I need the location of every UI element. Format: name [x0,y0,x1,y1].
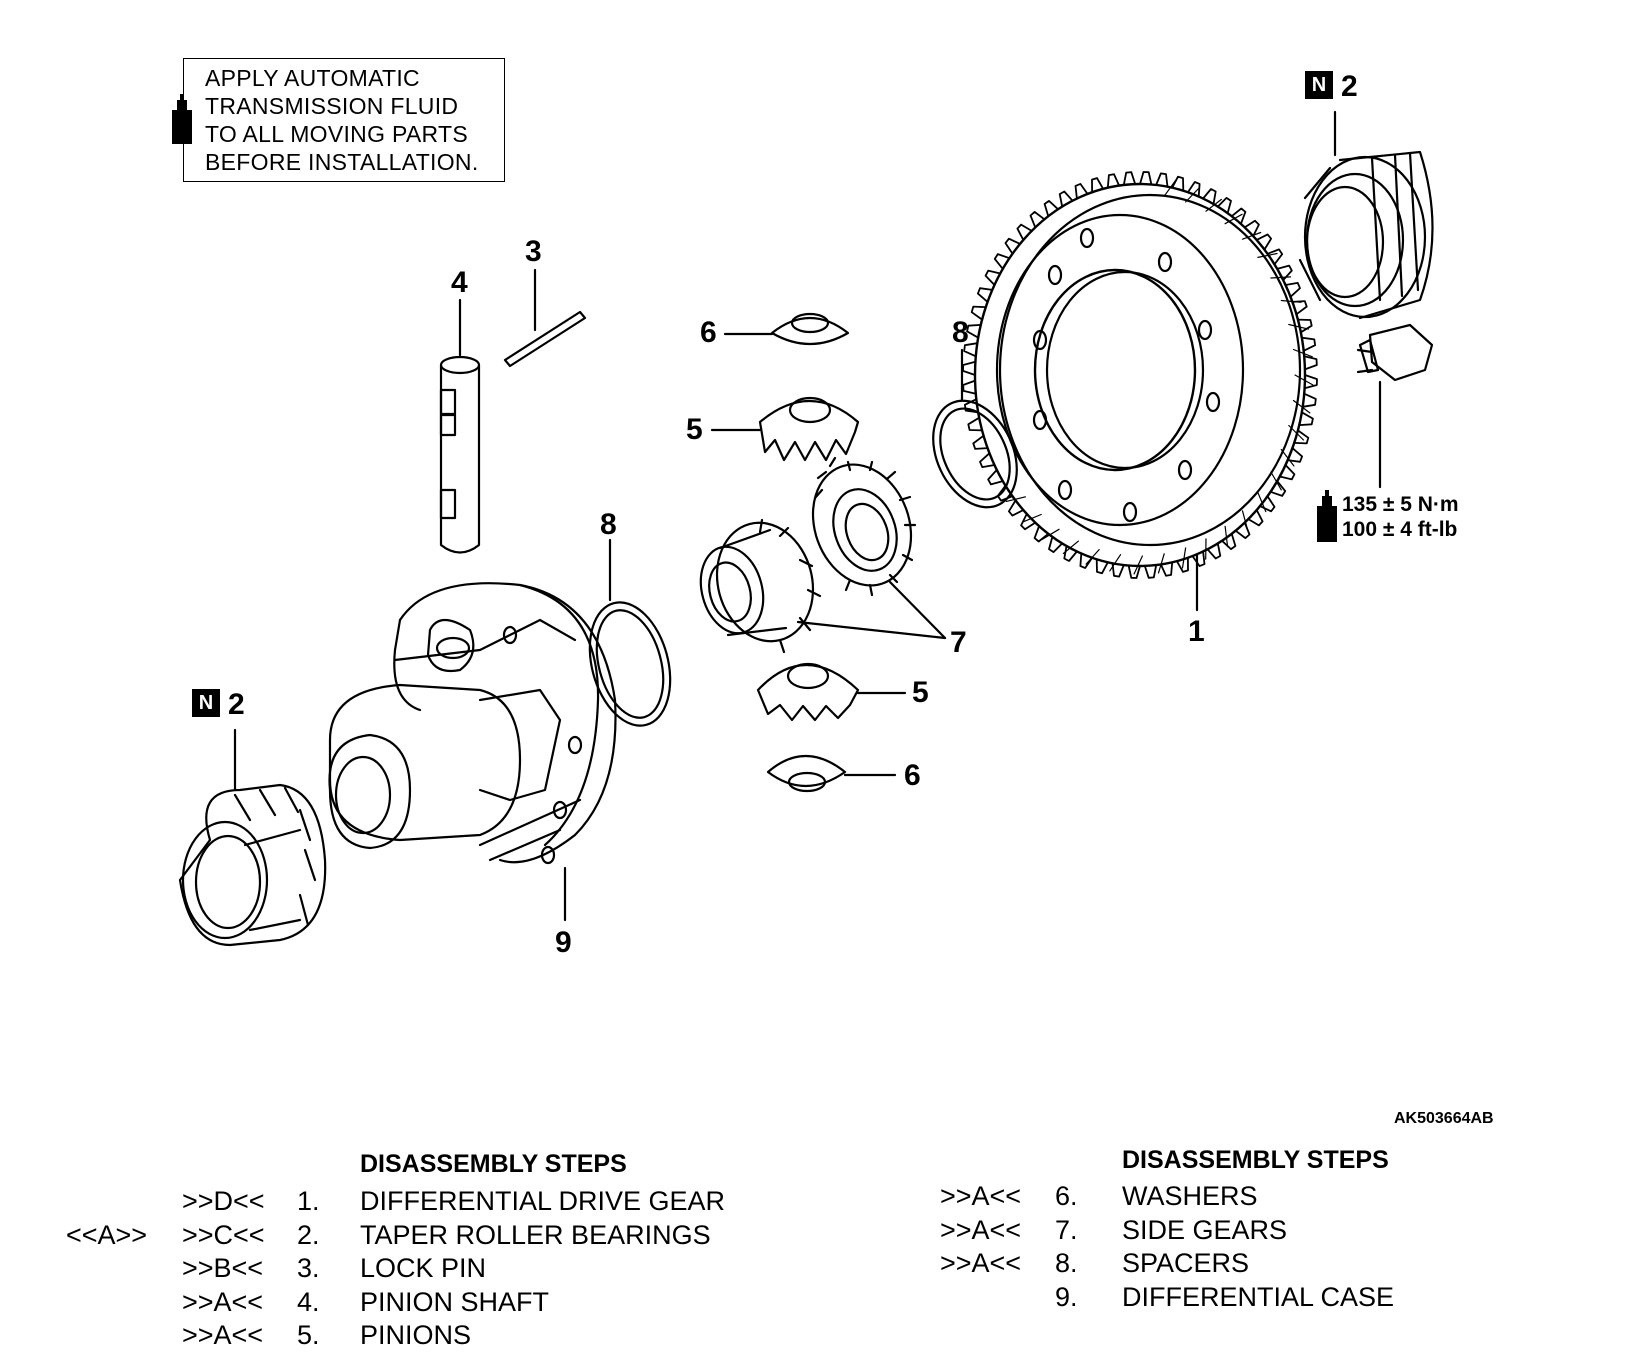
callout-9: 9 [555,926,572,959]
steps-left-title: DISASSEMBLY STEPS [360,1150,627,1178]
pinion-shaft-part-4 [439,298,481,554]
application-note-box [183,58,505,182]
torque-imperial: 100 ± 4 ft-lb [1342,518,1458,541]
washer-part-6-lower [766,754,897,793]
callout-8-left: 8 [600,508,617,541]
step-number: 4. [297,1286,320,1317]
step-number: 2. [297,1219,320,1250]
step-removal-code: >>A<< [182,1286,264,1317]
callout-1: 1 [1188,615,1205,648]
step-row-left: <<A>> >>C<< 2. TAPER ROLLER BEARINGS [0,1220,1632,1250]
gear-teeth [962,171,1318,579]
pinion-part-5-upper [710,396,860,462]
new-part-badge: N [1305,71,1333,100]
step-removal-code: >>A<< [940,1248,1022,1278]
step-removal-code: >>B<< [182,1253,264,1283]
washer-part-6-upper [723,312,850,346]
callout-3: 3 [525,235,542,268]
torque-metric: 135 ± 5 N·m [1342,493,1459,516]
step-part-name: SPACERS [1122,1248,1250,1278]
bearing-part-2-left [178,728,327,947]
torque-oil-bottle-icon [1317,490,1337,542]
note-line: TO ALL MOVING PARTS [205,121,469,147]
note-line: APPLY AUTOMATIC [205,65,420,91]
callout-5-lower: 5 [912,676,929,709]
callout-4: 4 [451,266,468,299]
callout-5-upper: 5 [686,413,703,446]
step-row-right: >>A<< 7. SIDE GEARS [0,1215,1632,1245]
step-part-name: SIDE GEARS [1122,1214,1288,1245]
step-part-name: PINIONS [360,1320,472,1350]
step-row-right: >>A<< 8. SPACERS [0,1248,1632,1278]
differential-case-part-9 [328,582,617,922]
step-row-left: >>A<< 5. PINIONS [0,1320,1632,1350]
step-row-left: >>A<< 4. PINION SHAFT [0,1287,1632,1317]
step-part-name: LOCK PIN [360,1253,487,1283]
step-number: 3. [297,1253,320,1283]
step-row-left: >>D<< 1. DIFFERENTIAL DRIVE GEAR [0,1186,1632,1216]
step-removal-code: >>A<< [940,1214,1022,1245]
step-part-name: WASHERS [1122,1181,1258,1211]
gear-bolt [1356,323,1434,489]
step-install-code: <<A>> [66,1219,148,1250]
callout-2-right-number: 2 [1341,70,1358,103]
step-row-left: >>B<< 3. LOCK PIN [0,1253,1632,1283]
callout-2-left-number: 2 [228,688,245,721]
step-part-name: DIFFERENTIAL DRIVE GEAR [360,1186,726,1216]
bearing-part-2-right [1298,110,1434,320]
callout-6-upper: 6 [700,316,717,349]
figure-code: AK503664AB [1394,1110,1494,1127]
step-number: 6. [1055,1181,1078,1211]
step-removal-code: >>A<< [182,1320,264,1350]
step-removal-code: >>C<< [182,1219,265,1250]
callout-7: 7 [950,626,967,659]
pinion-part-5-lower [756,662,907,722]
step-part-name: TAPER ROLLER BEARINGS [360,1219,711,1250]
lock-pin-part-3 [503,268,587,368]
step-number: 9. [1055,1281,1078,1312]
note-oil-bottle-icon [172,94,192,144]
callout-8-right: 8 [952,316,969,349]
note-line: BEFORE INSTALLATION. [205,149,479,175]
step-row-right: 9. DIFFERENTIAL CASE [0,1282,1632,1312]
drive-gear-part-1 [962,171,1318,612]
step-removal-code: >>A<< [940,1181,1022,1211]
spacer-part-8-left [588,538,672,727]
steps-right-title: DISASSEMBLY STEPS [1122,1146,1389,1174]
step-row-right: >>A<< 6. WASHERS [0,1181,1632,1211]
note-line: TRANSMISSION FLUID [205,93,459,119]
application-note-text: APPLY AUTOMATIC TRANSMISSION FLUID TO AL… [205,64,479,176]
step-part-name: PINION SHAFT [360,1286,550,1317]
step-part-name: DIFFERENTIAL CASE [1122,1281,1395,1312]
step-number: 1. [297,1186,320,1216]
step-number: 5. [297,1320,320,1350]
callout-6-lower: 6 [904,759,921,792]
step-number: 8. [1055,1248,1078,1278]
torque-spec: 135 ± 5 N·m 100 ± 4 ft-lb [1342,492,1459,542]
side-gear-part-7-upper [811,456,917,597]
spacer-part-8-right [932,348,1018,509]
step-number: 7. [1055,1214,1078,1245]
step-removal-code: >>D<< [182,1186,265,1216]
side-gear-part-7-lower [699,518,822,654]
new-part-badge: N [192,689,220,718]
